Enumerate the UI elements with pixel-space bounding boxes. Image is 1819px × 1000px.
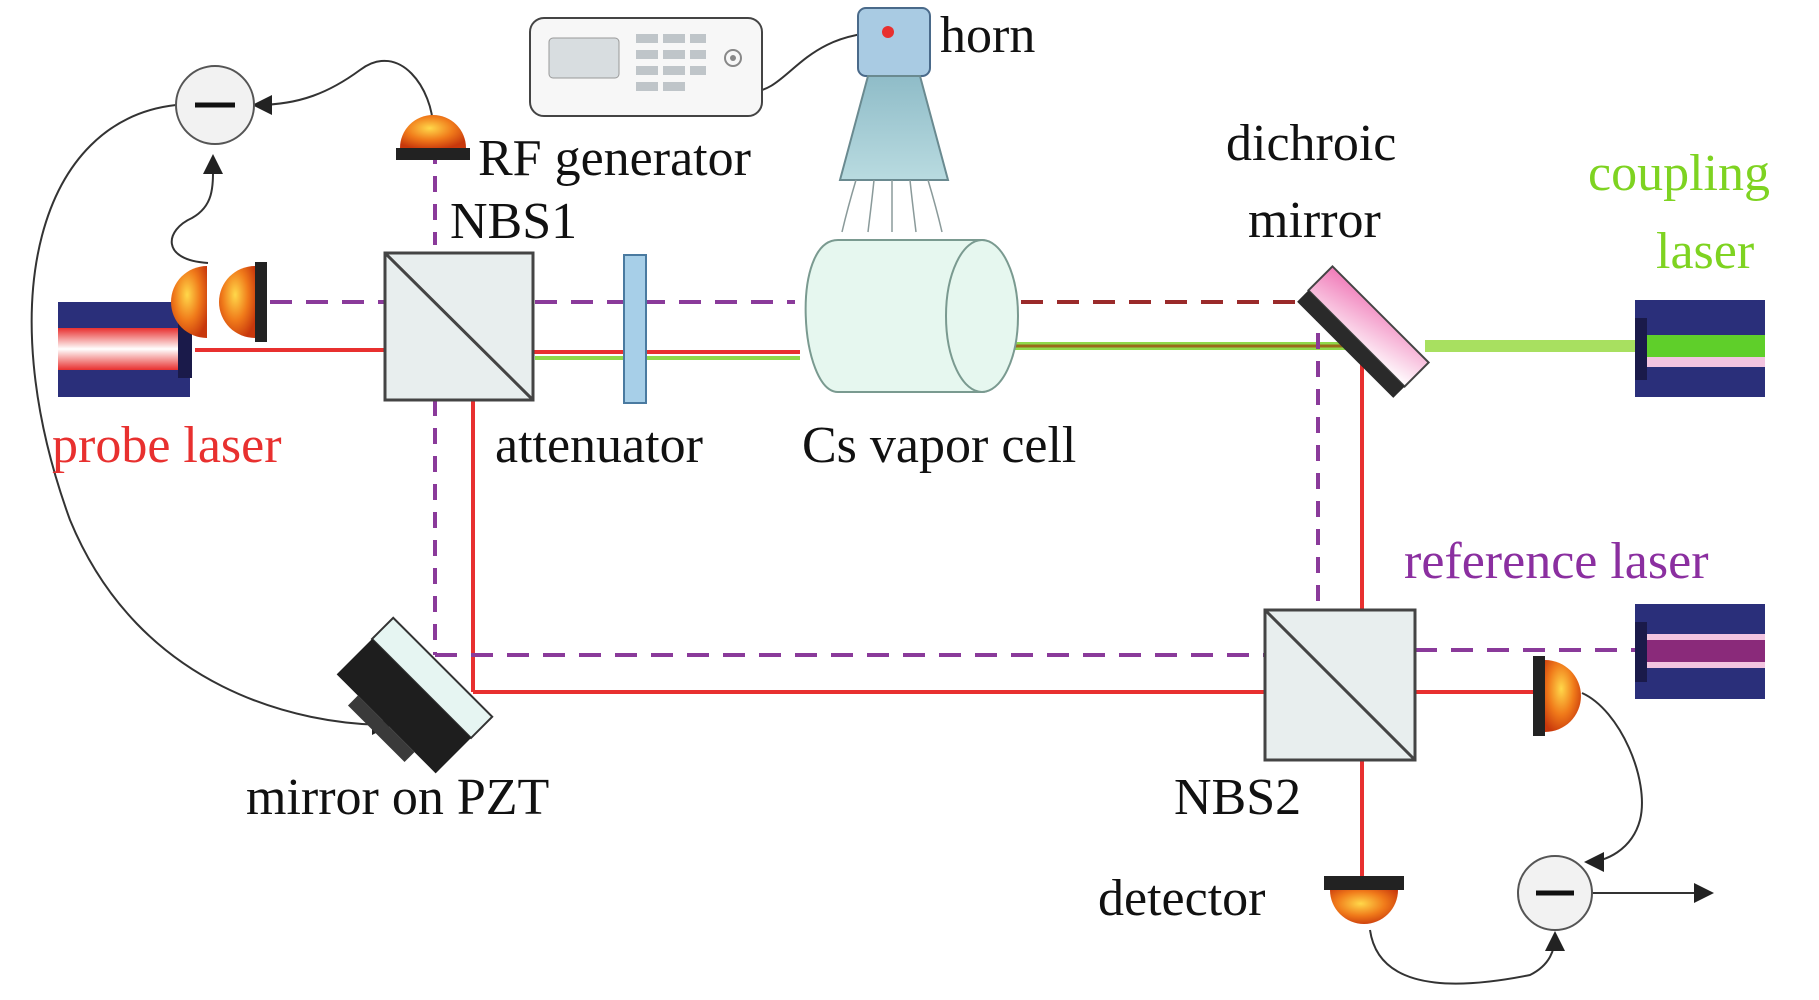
detector-right <box>1533 656 1581 736</box>
nbs2-beam-splitter <box>1263 608 1417 762</box>
cs-vapor-cell <box>804 239 1019 393</box>
label-attenuator: attenuator <box>495 417 703 474</box>
subtractor-top <box>175 65 255 145</box>
laser-beams <box>195 148 1635 880</box>
reference-laser-source <box>1635 604 1765 699</box>
dichroic-mirror <box>1297 264 1431 398</box>
labels: horn RF generator NBS1 dichroic mirror c… <box>52 7 1770 927</box>
label-nbs2: NBS2 <box>1174 769 1301 826</box>
cable-top-detector-to-subtractor <box>252 59 434 129</box>
label-probe-laser: probe laser <box>52 417 282 474</box>
cable-left-detector-to-subtractor <box>170 154 224 264</box>
label-horn: horn <box>940 7 1035 64</box>
label-mirror: mirror <box>1248 192 1381 249</box>
attenuator <box>623 254 647 404</box>
signal-cables <box>30 31 1714 985</box>
probe-laser-source <box>58 302 192 397</box>
label-laser: laser <box>1656 223 1754 280</box>
mirror-on-pzt <box>336 616 494 774</box>
horn-antenna <box>838 7 950 233</box>
label-nbs1: NBS1 <box>450 193 577 250</box>
nbs1-beam-splitter <box>383 251 535 402</box>
label-rf-generator: RF generator <box>478 130 751 187</box>
cable-right-detector-to-subtractor <box>1581 692 1643 872</box>
label-detector: detector <box>1098 870 1265 927</box>
label-dichroic: dichroic <box>1226 115 1396 172</box>
cable-bottom-detector-to-subtractor <box>1369 929 1565 985</box>
coupling-laser-source <box>1635 300 1765 397</box>
label-cs-vapor-cell: Cs vapor cell <box>802 417 1076 474</box>
rf-generator <box>529 17 763 117</box>
detector-left <box>171 262 267 342</box>
detector-top <box>396 115 470 160</box>
cable-subtractor-to-pzt <box>30 104 392 735</box>
label-reference-laser: reference laser <box>1404 533 1709 590</box>
subtractor-bottom <box>1517 855 1593 931</box>
label-coupling: coupling <box>1588 145 1770 202</box>
label-mirror-on-pzt: mirror on PZT <box>246 769 549 826</box>
detector-bottom <box>1324 876 1404 924</box>
